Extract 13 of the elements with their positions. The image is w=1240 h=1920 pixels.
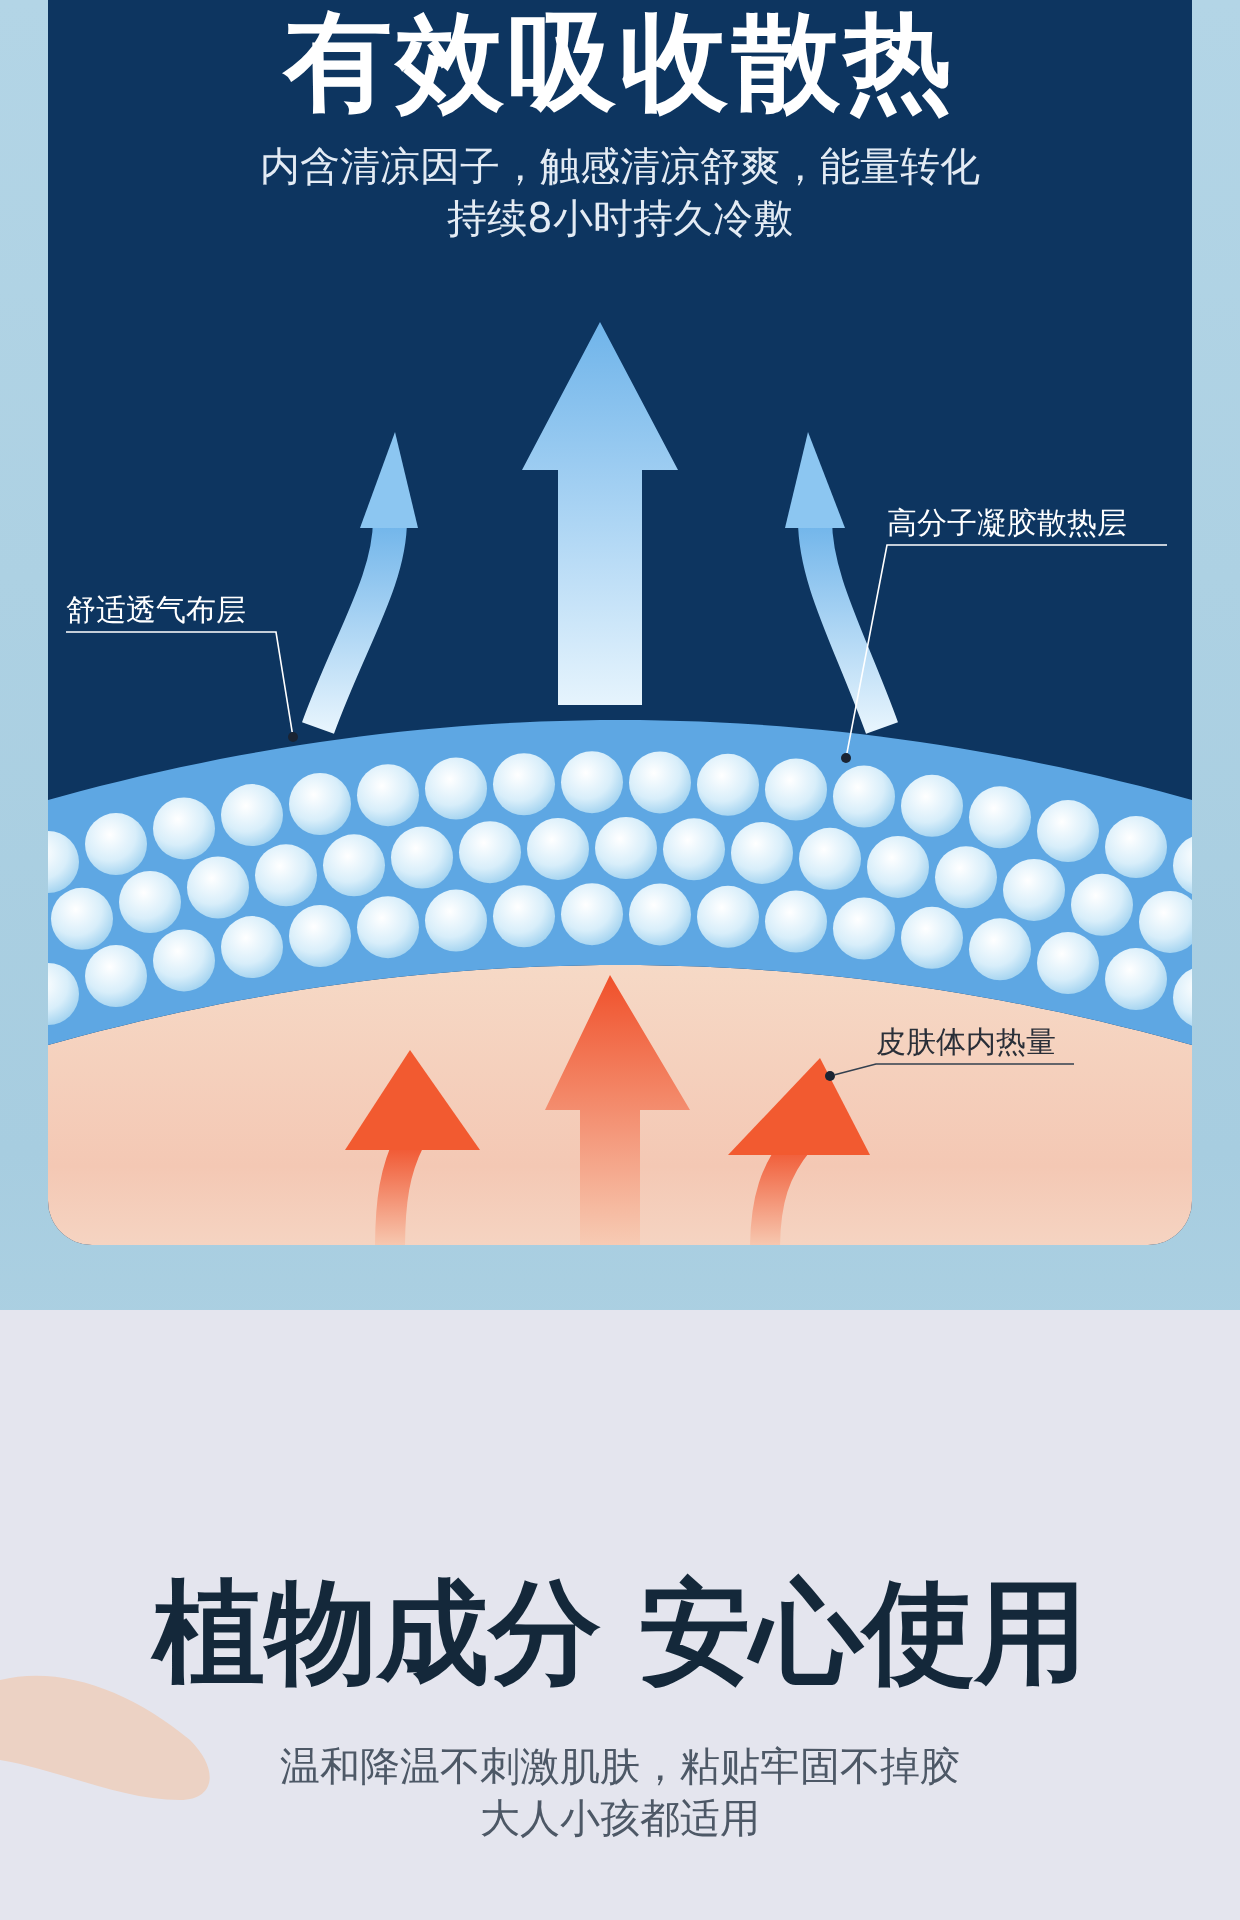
leader-dot [825, 1071, 835, 1081]
section-description: 温和降温不刺激肌肤，粘贴牢固不掉胶大人小孩都适用 [279, 1742, 961, 1843]
part-label: 皮肤体内热量 [876, 1024, 1056, 1060]
part-label: 舒适透气布层 [66, 592, 246, 628]
leader-line [846, 544, 1168, 754]
section-heading: 植物成分 安心使用 [149, 1566, 1089, 1699]
subtitle: 内含清凉因子，触感清凉舒爽，能量转化持续8小时持久冷敷 [259, 142, 981, 243]
title: 有效吸收散热 [281, 0, 957, 126]
part-label: 高分子凝胶散热层 [887, 505, 1127, 541]
leader-dot [288, 732, 298, 742]
leader-line [834, 1063, 1075, 1076]
leader-line [65, 631, 293, 733]
leader-dot [841, 753, 851, 763]
